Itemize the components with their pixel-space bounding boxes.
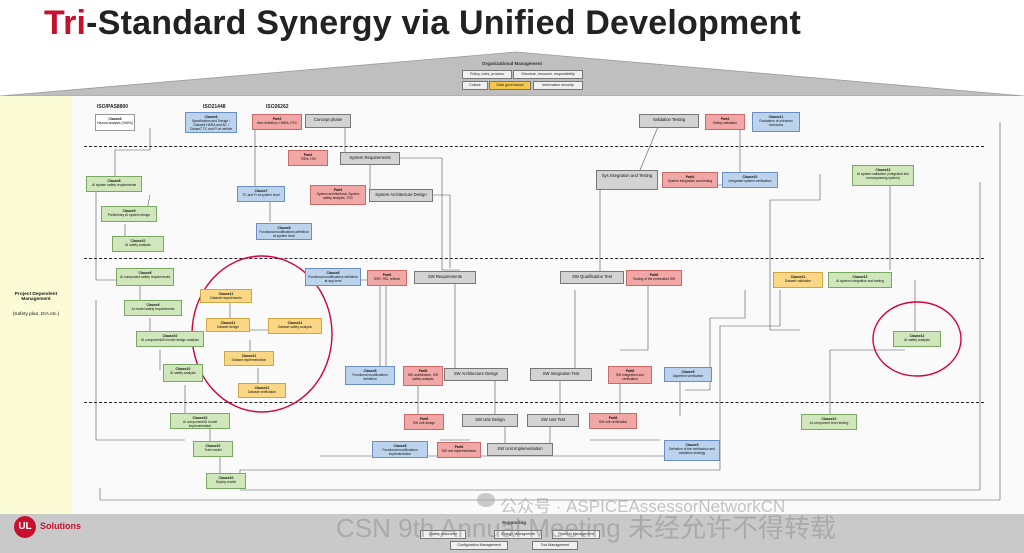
- concept-phase-box: Concept phase: [305, 114, 351, 128]
- org-management-title: Organizational Management: [481, 61, 542, 66]
- sw-qualification-box: SW Qualification Test: [560, 271, 624, 284]
- org-chip-culture: Culture: [462, 81, 488, 90]
- standard-label-pas8800: ISO/PAS8800: [97, 104, 129, 110]
- supporting-title: Supporting: [502, 520, 526, 525]
- watermark-line-2: CSN 9th Annual Meeting 未经允许不得转载: [336, 513, 836, 543]
- project-management-subtitle: (Safety plan, DIA etc.): [12, 312, 60, 317]
- project-management-panel: [0, 96, 72, 514]
- org-chip-structure: Structure, resource, responsibility: [513, 70, 583, 79]
- sw-unit-design-box: SW Unit Design: [462, 414, 518, 427]
- supporting-chip-change: Change Management: [494, 530, 542, 539]
- org-chip-data-governance: Data governance: [489, 81, 531, 90]
- phase-divider-1: [84, 146, 984, 147]
- sw-unit-implementation-box: SW Unit Implementation: [487, 443, 553, 456]
- phase-divider-2: [84, 258, 984, 259]
- page-title: Tri-Standard Synergy via Unified Develop…: [44, 4, 801, 42]
- org-chip-policy: Policy, roles, process: [462, 70, 512, 79]
- phase-divider-3: [84, 402, 984, 403]
- system-architecture-box: System Architecture Design: [369, 189, 433, 202]
- project-management-title: Project Dependent Management: [14, 292, 58, 302]
- sw-unit-test-box: SW Unit Test: [527, 414, 579, 427]
- wechat-icon: [477, 493, 495, 507]
- sw-requirements-box: SW Requirements: [414, 271, 476, 284]
- ul-solutions-label: Solutions: [40, 521, 81, 531]
- supporting-chip-problem: Problem Management: [552, 530, 600, 539]
- supporting-chip-quality: Quality assurance: [420, 530, 466, 539]
- watermark-line-1: 公众号 · ASPICEAssessorNetworkCN: [500, 497, 786, 516]
- sw-architecture-box: SW Architecture Design: [444, 368, 508, 381]
- sw-integration-box: SW Integration Test: [530, 368, 592, 381]
- org-chip-information-security: Information security: [533, 81, 583, 90]
- sys-integration-box: Sys Integration and Testing: [596, 170, 658, 190]
- supporting-chip-configuration: Configuration Management: [450, 541, 508, 550]
- validation-testing-box: Validation Testing: [639, 114, 699, 128]
- standard-label-iso26262: ISO26262: [266, 104, 289, 110]
- supporting-chip-tool: Tool Management: [532, 541, 578, 550]
- system-requirements-box: System Requirements: [340, 152, 400, 165]
- standard-label-iso21448: ISO21448: [203, 104, 226, 110]
- ul-logo: UL: [14, 516, 36, 538]
